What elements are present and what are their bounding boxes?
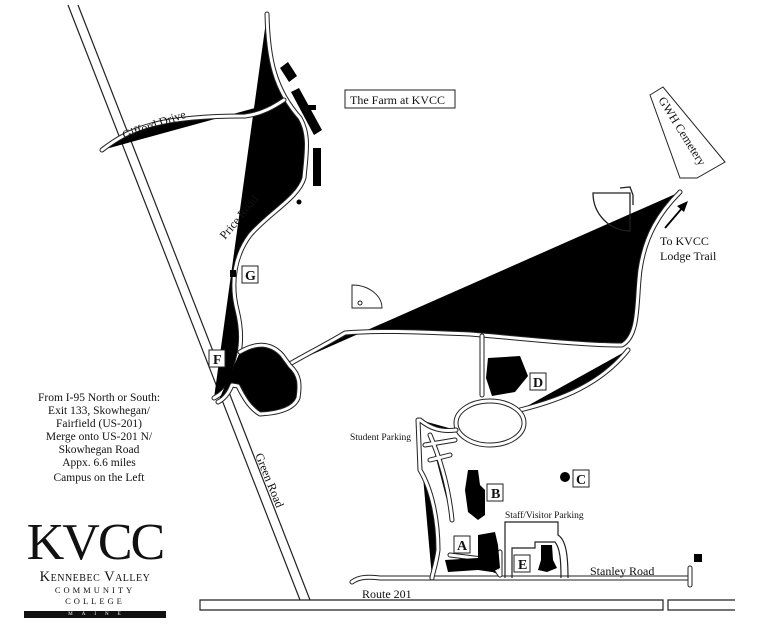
stanley-road [349,565,693,588]
lodge-trail-arrow-icon [664,201,688,229]
stanley-road-label: Stanley Road [590,564,654,578]
green-road [67,4,311,601]
building-e-shape [538,545,557,572]
farm-buildings [230,62,322,277]
staff-parking-lot [504,521,569,579]
building-d-marker[interactable]: D [529,372,547,391]
main-campus-road [288,192,680,410]
kvcc-logo: KVCC Kennebec Valley Community College M… [24,517,166,618]
svg-text:B: B [491,487,500,502]
route-201-label: Route 201 [362,587,412,601]
building-b-shape [465,470,485,520]
green-road-label: Green Road [252,451,287,510]
svg-text:C: C [576,473,586,488]
staff-parking-label: Staff/Visitor Parking [505,510,584,521]
building-c-shape [560,472,570,482]
price-road [214,14,307,398]
driving-directions: From I-95 North or South: Exit 133, Skow… [37,392,161,484]
svg-text:F: F [213,353,222,368]
building-c-marker[interactable]: C [572,469,590,488]
lodge-trail-label-2: Lodge Trail [660,249,717,263]
svg-text:A: A [457,539,468,554]
farm-label: The Farm at KVCC [350,93,445,107]
small-building [694,554,702,562]
route-201 [199,599,735,611]
lodge-trail-label-1: To KVCC [660,234,709,248]
building-f-shape [244,355,286,402]
building-g-marker[interactable]: G [241,265,259,284]
soccer-field [592,186,634,232]
building-b-marker[interactable]: B [486,483,504,502]
svg-text:E: E [518,558,527,573]
baseball-field [351,284,383,309]
building-a-shape [445,532,500,572]
gwh-cemetery: GWH Cemetery [649,86,726,179]
svg-text:G: G [245,269,256,284]
svg-text:D: D [533,376,543,391]
building-a-marker[interactable]: A [453,535,471,554]
building-e-marker[interactable]: E [513,554,531,573]
gifford-drive [102,100,284,150]
building-d-shape [486,356,528,396]
building-f-marker[interactable]: F [208,349,226,368]
student-parking-label: Student Parking [350,433,411,443]
loop-road [453,398,527,448]
